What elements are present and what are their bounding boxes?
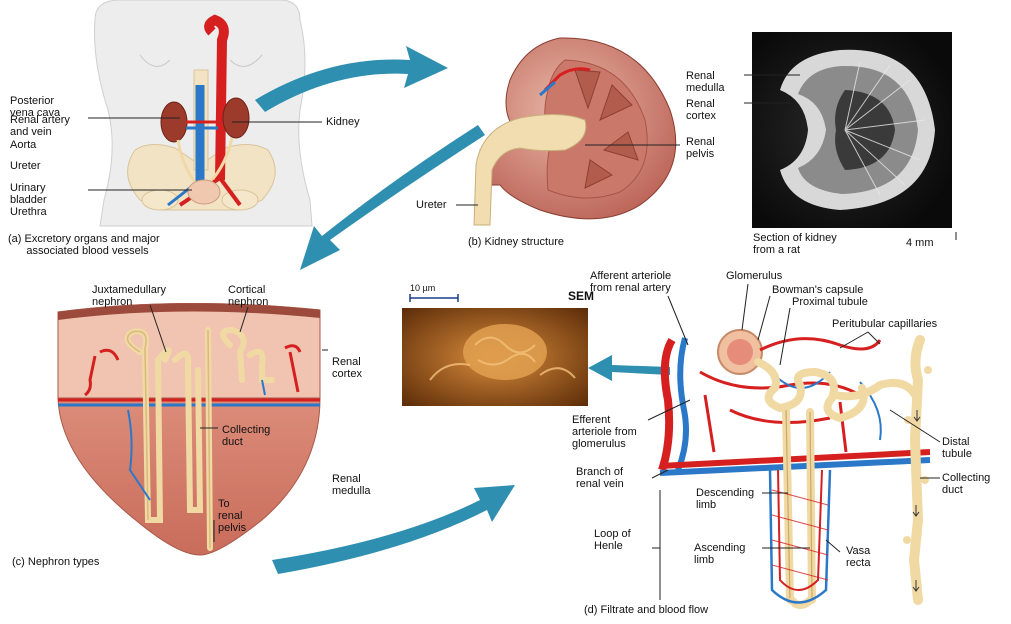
scale-4mm: 4 mm <box>906 237 934 249</box>
label-renal-cortex-c: Renal cortex <box>332 356 362 380</box>
panel-a-torso-illustration <box>88 0 322 226</box>
label-ascending-limb: Ascending limb <box>694 542 745 566</box>
label-renal-medulla-b: Renal medulla <box>686 70 725 94</box>
label-renal-medulla-c: Renal medulla <box>332 473 371 497</box>
panel-d-nephron-illustration <box>648 284 940 605</box>
caption-panel-c: (c) Nephron types <box>12 556 99 568</box>
label-renal-cortex-b: Renal cortex <box>686 98 716 122</box>
label-ureter-a: Ureter <box>10 160 41 172</box>
label-bowmans-capsule: Bowman's capsule <box>772 284 863 296</box>
label-distal-tubule: Distal tubule <box>942 436 972 460</box>
label-renal-pelvis-b: Renal pelvis <box>686 136 715 160</box>
label-to-renal-pelvis: To renal pelvis <box>218 498 246 534</box>
sem-scale-bar-label: 10 µm <box>410 282 435 294</box>
label-afferent-arteriole: Afferent arteriole from renal artery <box>590 270 671 294</box>
label-branch-renal-vein: Branch of renal vein <box>576 466 624 490</box>
rat-kidney-micrograph <box>744 32 956 240</box>
label-renal-artery-vein: Renal artery and vein <box>10 114 70 138</box>
panel-c-nephron-illustration <box>58 303 328 555</box>
label-peritubular-capillaries: Peritubular capillaries <box>832 318 937 330</box>
label-glomerulus: Glomerulus <box>726 270 782 282</box>
caption-panel-a: (a) Excretory organs and major associate… <box>8 233 160 257</box>
label-cortical-nephron: Cortical nephron <box>228 284 268 308</box>
caption-rat-micrograph: Section of kidney from a rat <box>753 232 837 256</box>
sem-glomerulus-micrograph <box>402 294 588 406</box>
label-vasa-recta: Vasa recta <box>846 545 870 569</box>
caption-panel-d: (d) Filtrate and blood flow <box>584 604 708 616</box>
caption-panel-b: (b) Kidney structure <box>468 236 564 248</box>
label-loop-of-henle: Loop of Henle <box>594 528 631 552</box>
panel-b-kidney-illustration <box>456 38 680 225</box>
label-urinary-bladder: Urinary bladder <box>10 182 47 206</box>
label-proximal-tubule: Proximal tubule <box>792 296 868 308</box>
label-juxtamedullary-nephron: Juxtamedullary nephron <box>92 284 166 308</box>
label-ureter-b: Ureter <box>416 199 447 211</box>
label-collecting-duct-d: Collecting duct <box>942 472 990 496</box>
label-efferent-arteriole: Efferent arteriole from glomerulus <box>572 414 637 450</box>
label-aorta: Aorta <box>10 139 36 151</box>
label-collecting-duct-c: Collecting duct <box>222 424 270 448</box>
label-urethra: Urethra <box>10 206 47 218</box>
label-descending-limb: Descending limb <box>696 487 754 511</box>
label-kidney: Kidney <box>326 116 360 128</box>
